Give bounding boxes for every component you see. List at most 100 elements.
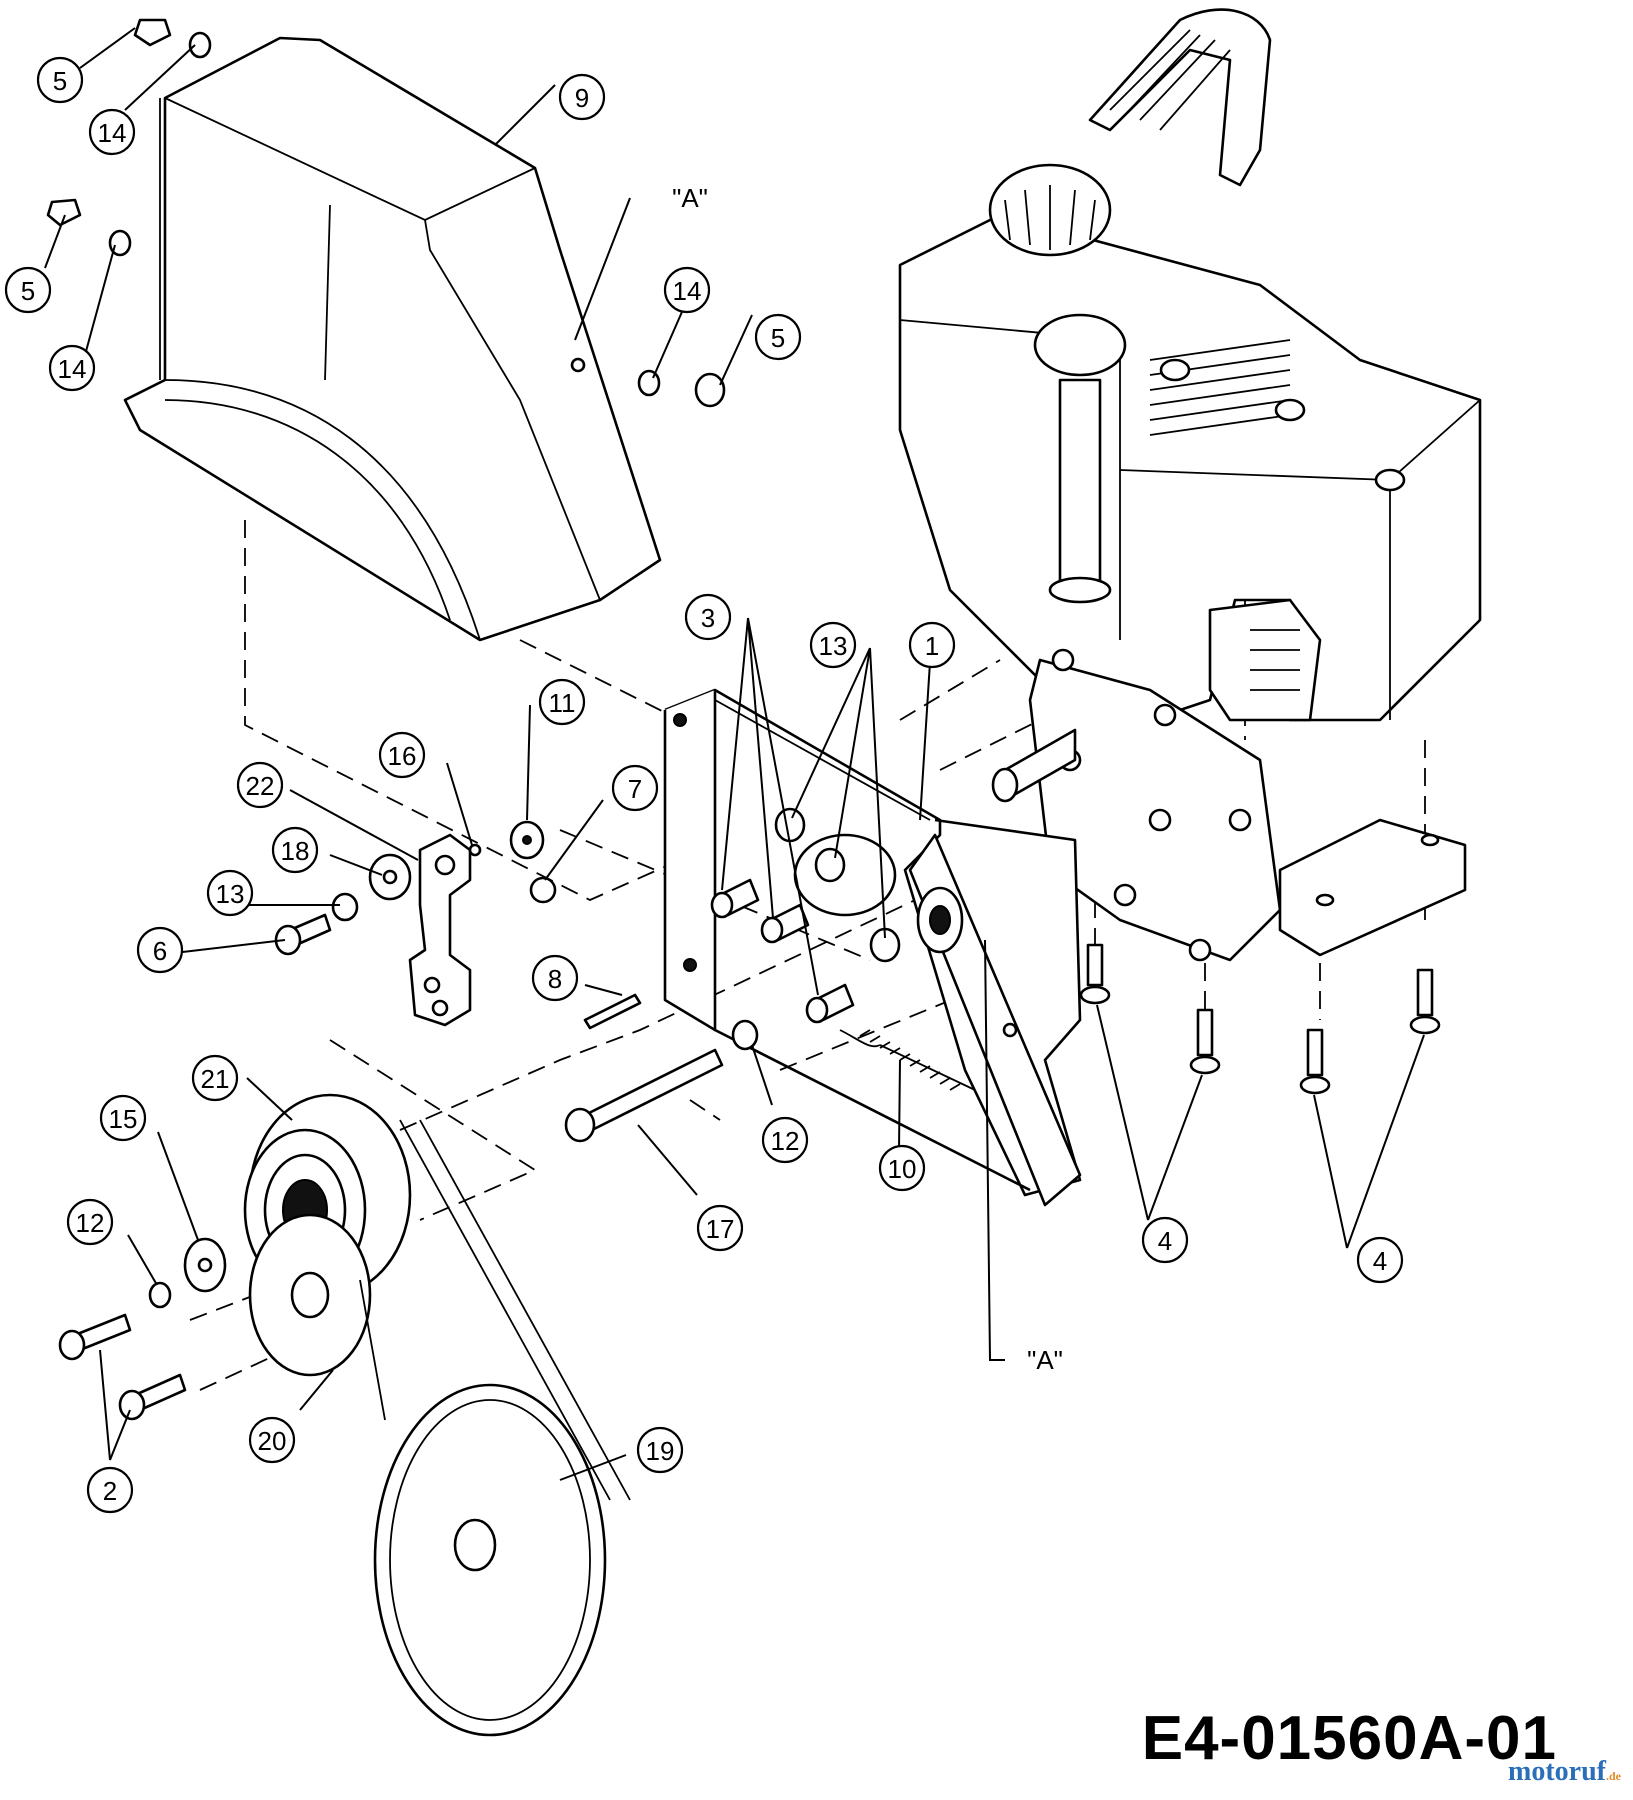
engine-base (1278, 818, 1467, 957)
callout-label: 14 (98, 118, 127, 148)
reference-markers: "A" "A" (574, 183, 1063, 1375)
oil-cap (1033, 313, 1127, 377)
callout-label: 2 (103, 1476, 117, 1506)
hardware (46, 18, 1441, 1143)
callout-21: 21 (191, 1054, 239, 1102)
callout-circle (66, 1198, 114, 1246)
callout-label: 13 (819, 631, 848, 661)
callout-8: 8 (531, 954, 579, 1002)
watermark-logo: motoruf.de (1508, 1756, 1621, 1788)
callout-label: 14 (58, 354, 87, 384)
callout-circle (684, 593, 732, 641)
callout-label: 17 (706, 1214, 735, 1244)
callout-1: 1 (908, 621, 956, 669)
callout-label: 22 (246, 771, 275, 801)
callout-14: 14 (88, 108, 136, 156)
callout-16: 16 (378, 731, 426, 779)
reference-label-a-top: "A" (672, 183, 708, 213)
callout-circle (611, 764, 659, 812)
callout-circle (48, 344, 96, 392)
callout-label: 14 (673, 276, 702, 306)
callout-label: 20 (258, 1426, 287, 1456)
callout-circle (1141, 1216, 1189, 1264)
callout-circle (88, 108, 136, 156)
callout-circle (636, 1426, 684, 1474)
callout-label: 4 (1373, 1246, 1387, 1276)
callout-7: 7 (611, 764, 659, 812)
drawing-code: E4-01560A-01 (1141, 1704, 1557, 1773)
callout-12: 12 (66, 1198, 114, 1246)
callout-label: 12 (771, 1126, 800, 1156)
watermark-suffix: .de (1606, 1769, 1621, 1783)
callout-circle (4, 266, 52, 314)
callout-11: 11 (538, 678, 586, 726)
pivot-bracket (408, 833, 472, 1027)
callout-label: 11 (549, 688, 576, 718)
callout-label: 10 (888, 1154, 917, 1184)
callout-circle (136, 926, 184, 974)
callout-circle (761, 1116, 809, 1164)
callout-13: 13 (809, 621, 857, 669)
callout-2: 2 (86, 1466, 134, 1514)
callout-22: 22 (236, 761, 284, 809)
callout-circle (191, 1054, 239, 1102)
callout-label: 5 (53, 66, 67, 96)
callout-label: 7 (628, 774, 642, 804)
engine (898, 8, 1482, 962)
oil-filler-tube (1058, 378, 1102, 592)
leader-lines (44, 27, 1425, 1481)
callout-label: 8 (548, 964, 562, 994)
callout-label: 16 (388, 741, 417, 771)
callout-14: 14 (663, 266, 711, 314)
pulleys-and-belt (58, 1093, 631, 1737)
callout-circle (236, 761, 284, 809)
callout-circle (809, 621, 857, 669)
belt-guard-cover (123, 36, 662, 642)
callout-label: 3 (701, 603, 715, 633)
callout-circle (248, 1416, 296, 1464)
callout-label: 19 (646, 1436, 675, 1466)
callout-20: 20 (248, 1416, 296, 1464)
callout-label: 18 (281, 836, 310, 866)
callout-9: 9 (558, 73, 606, 121)
callout-circle (908, 621, 956, 669)
callout-circle (663, 266, 711, 314)
callout-label: 5 (21, 276, 35, 306)
reference-label-a-bottom: "A" (1027, 1345, 1063, 1375)
watermark-text: motoruf (1508, 1756, 1606, 1787)
callout-circle (878, 1144, 926, 1192)
callout-circle (99, 1094, 147, 1142)
callout-5: 5 (4, 266, 52, 314)
callout-18: 18 (271, 826, 319, 874)
callout-6: 6 (136, 926, 184, 974)
callout-14: 14 (48, 344, 96, 392)
callout-3: 3 (684, 593, 732, 641)
callout-circle (754, 313, 802, 361)
callout-19: 19 (636, 1426, 684, 1474)
callout-circle (538, 678, 586, 726)
callout-label: 21 (201, 1064, 230, 1094)
callout-13: 13 (206, 869, 254, 917)
callout-10: 10 (878, 1144, 926, 1192)
callout-label: 9 (575, 83, 589, 113)
callout-label: 13 (216, 879, 245, 909)
callout-5: 5 (36, 56, 84, 104)
callout-circle (1356, 1236, 1404, 1284)
callout-circle (531, 954, 579, 1002)
callout-label: 6 (153, 936, 167, 966)
muffler (1208, 598, 1322, 722)
callout-circle (36, 56, 84, 104)
recoil-handle (1088, 8, 1272, 187)
callout-12: 12 (761, 1116, 809, 1164)
callout-circle (558, 73, 606, 121)
callout-label: 4 (1158, 1226, 1172, 1256)
callout-label: 15 (109, 1104, 138, 1134)
callout-17: 17 (696, 1204, 744, 1252)
callout-5: 5 (754, 313, 802, 361)
shoulder-bolt (583, 1048, 724, 1132)
callout-circle (696, 1204, 744, 1252)
callout-4: 4 (1141, 1216, 1189, 1264)
callout-circle (271, 826, 319, 874)
callout-circle (378, 731, 426, 779)
